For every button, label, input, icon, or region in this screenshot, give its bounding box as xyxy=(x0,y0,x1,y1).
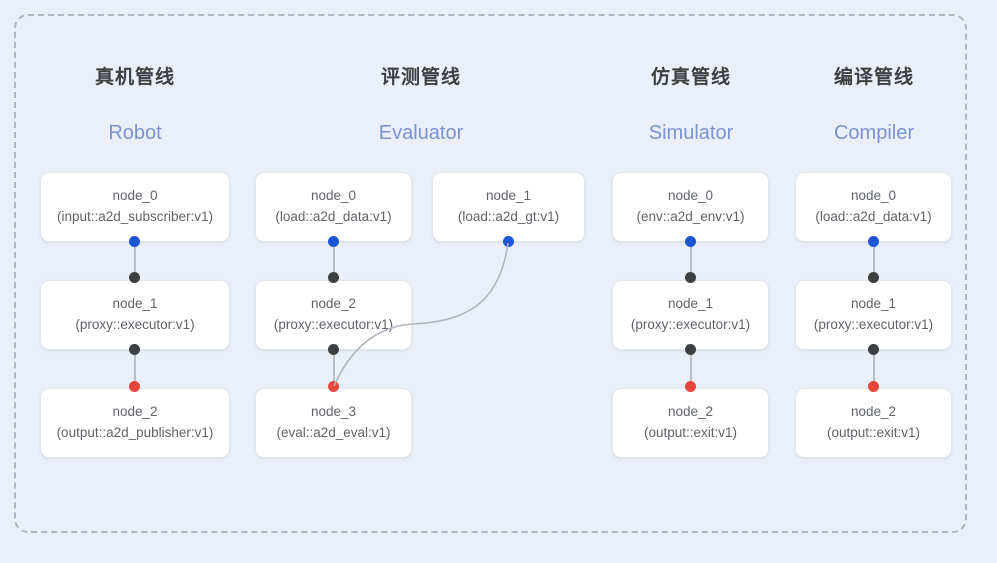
node-signature: (proxy::executor:v1) xyxy=(75,317,195,332)
node-id: node_1 xyxy=(667,296,714,312)
node-signature: (output::exit:v1) xyxy=(643,425,738,440)
port-output-simulator-1 xyxy=(685,344,696,355)
column-header-evaluator: 评测管线 Evaluator xyxy=(326,62,516,145)
port-input-robot-2 xyxy=(129,381,140,392)
node-signature: (proxy::executor:v1) xyxy=(630,317,751,332)
column-title-zh-evaluator: 评测管线 xyxy=(380,67,461,88)
port-output-compiler-1 xyxy=(868,344,879,355)
node-signature: (load::a2d_gt:v1) xyxy=(457,209,560,224)
node-id: node_3 xyxy=(310,404,357,420)
node-id: node_2 xyxy=(310,296,357,312)
node-compiler-0[interactable]: node_0 (load::a2d_data:v1) xyxy=(795,172,952,242)
node-signature: (load::a2d_data:v1) xyxy=(275,209,392,224)
column-header-robot: 真机管线 Robot xyxy=(40,62,230,145)
node-simulator-0[interactable]: node_0 (env::a2d_env:v1) xyxy=(612,172,769,242)
node-id: node_1 xyxy=(485,188,532,204)
node-robot-0[interactable]: node_0 (input::a2d_subscriber:v1) xyxy=(40,172,230,242)
node-signature: (output::a2d_publisher:v1) xyxy=(56,425,214,440)
port-output-robot-0 xyxy=(129,236,140,247)
node-robot-2[interactable]: node_2 (output::a2d_publisher:v1) xyxy=(40,388,230,458)
node-signature: (proxy::executor:v1) xyxy=(813,317,934,332)
edge-robot-1-2 xyxy=(134,346,136,388)
node-evaluator-2[interactable]: node_2 (proxy::executor:v1) xyxy=(255,280,412,350)
port-output-robot-1 xyxy=(129,344,140,355)
node-simulator-1[interactable]: node_1 (proxy::executor:v1) xyxy=(612,280,769,350)
port-input-robot-1 xyxy=(129,272,140,283)
port-input-evaluator-2 xyxy=(328,272,339,283)
edge-robot-0-1 xyxy=(134,238,136,280)
node-id: node_0 xyxy=(667,188,714,204)
node-compiler-2[interactable]: node_2 (output::exit:v1) xyxy=(795,388,952,458)
node-signature: (eval::a2d_eval:v1) xyxy=(276,425,391,440)
node-signature: (proxy::executor:v1) xyxy=(273,317,394,332)
column-title-zh-simulator: 仿真管线 xyxy=(650,67,731,88)
node-signature: (input::a2d_subscriber:v1) xyxy=(56,209,214,224)
node-evaluator-gt[interactable]: node_1 (load::a2d_gt:v1) xyxy=(432,172,585,242)
node-compiler-1[interactable]: node_1 (proxy::executor:v1) xyxy=(795,280,952,350)
node-signature: (load::a2d_data:v1) xyxy=(815,209,932,224)
column-title-zh-robot: 真机管线 xyxy=(94,67,175,88)
node-id: node_2 xyxy=(667,404,714,420)
column-title-en-simulator: Simulator xyxy=(648,122,734,144)
column-title-en-compiler: Compiler xyxy=(833,122,915,144)
node-simulator-2[interactable]: node_2 (output::exit:v1) xyxy=(612,388,769,458)
column-title-en-evaluator: Evaluator xyxy=(378,122,464,144)
node-id: node_1 xyxy=(850,296,897,312)
edge-compiler-1-2 xyxy=(873,346,875,388)
edge-simulator-1-2 xyxy=(690,346,692,388)
pipeline-dashed-frame xyxy=(14,14,967,533)
port-output-compiler-0 xyxy=(868,236,879,247)
column-header-simulator: 仿真管线 Simulator xyxy=(596,62,786,145)
node-id: node_2 xyxy=(112,404,158,420)
column-title-zh-compiler: 编译管线 xyxy=(833,67,914,88)
port-input-compiler-1 xyxy=(868,272,879,283)
node-evaluator-0[interactable]: node_0 (load::a2d_data:v1) xyxy=(255,172,412,242)
port-input-compiler-2 xyxy=(868,381,879,392)
node-robot-1[interactable]: node_1 (proxy::executor:v1) xyxy=(40,280,230,350)
node-id: node_2 xyxy=(850,404,897,420)
port-input-evaluator-3 xyxy=(328,381,339,392)
node-id: node_0 xyxy=(310,188,357,204)
port-input-simulator-1 xyxy=(685,272,696,283)
edge-simulator-0-1 xyxy=(690,238,692,280)
node-id: node_1 xyxy=(112,296,158,312)
column-title-en-robot: Robot xyxy=(108,122,162,144)
port-input-simulator-2 xyxy=(685,381,696,392)
node-signature: (env::a2d_env:v1) xyxy=(636,209,745,224)
node-signature: (output::exit:v1) xyxy=(826,425,921,440)
edge-evaluator-0-2 xyxy=(333,238,335,280)
port-output-evaluator-2 xyxy=(328,344,339,355)
edge-compiler-0-1 xyxy=(873,238,875,280)
node-id: node_0 xyxy=(850,188,897,204)
port-output-evaluator-gt xyxy=(503,236,514,247)
node-id: node_0 xyxy=(112,188,158,204)
port-output-evaluator-0 xyxy=(328,236,339,247)
column-header-compiler: 编译管线 Compiler xyxy=(779,62,969,145)
port-output-simulator-0 xyxy=(685,236,696,247)
node-evaluator-3[interactable]: node_3 (eval::a2d_eval:v1) xyxy=(255,388,412,458)
